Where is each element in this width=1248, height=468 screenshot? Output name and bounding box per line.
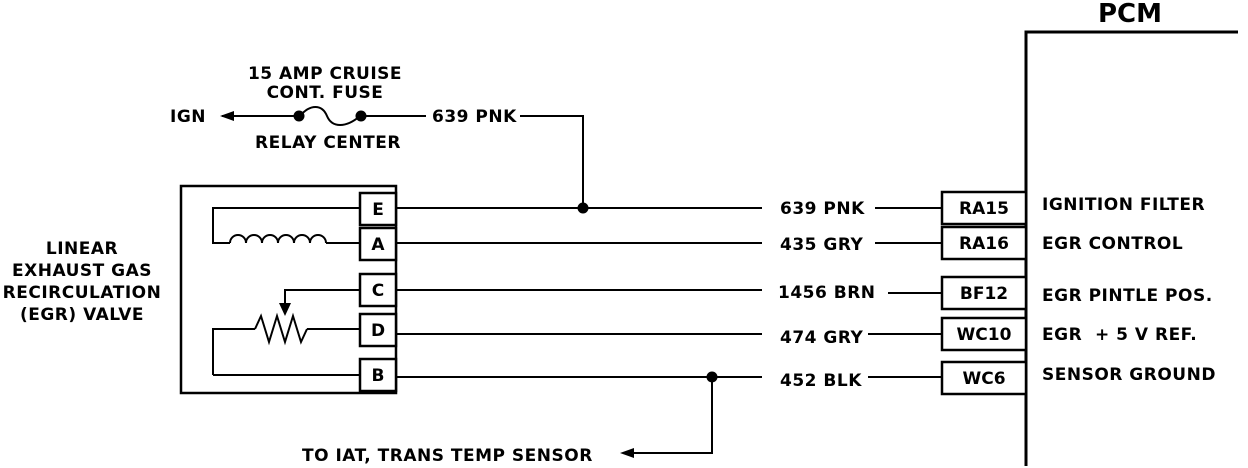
splice-ignition <box>577 202 589 214</box>
terminal-label: BF12 <box>960 284 1008 304</box>
fuse-element <box>299 106 361 126</box>
pin-label: B <box>372 366 385 386</box>
wire-label-B: 452 BLK <box>780 371 862 391</box>
pot-wiper-arrow-icon <box>279 303 291 316</box>
solenoid-coil-icon <box>229 234 327 244</box>
terminal-WC6: WC6 <box>940 360 1028 396</box>
pot-lead-left <box>212 328 255 375</box>
sensor-link-wire <box>628 377 713 454</box>
terminal-WC10: WC10 <box>940 316 1028 352</box>
wire-label-D: 474 GRY <box>780 328 864 348</box>
fuse-wire-label: 639 PNK <box>432 107 517 127</box>
terminal-label: RA15 <box>959 199 1009 219</box>
valve-name-line1: LINEAR <box>46 239 118 259</box>
terminal-RA16: RA16 <box>940 225 1028 261</box>
potentiometer-resistor-icon <box>254 312 308 346</box>
wire-label-E: 639 PNK <box>780 199 865 219</box>
terminal-BF12: BF12 <box>940 275 1028 311</box>
fuse-feed-wire <box>520 115 584 208</box>
pcm-title: PCM <box>1098 0 1162 29</box>
valve-pin-D: D <box>358 312 398 348</box>
function-WC10: EGR + 5 V REF. <box>1042 325 1197 345</box>
valve-pin-A: A <box>358 226 398 262</box>
terminal-RA15: RA15 <box>940 190 1028 226</box>
function-BF12: EGR PINTLE POS. <box>1042 286 1213 306</box>
coil-lead-top <box>212 207 360 244</box>
sensor-link-label: TO IAT, TRANS TEMP SENSOR <box>302 446 593 466</box>
pin-label: E <box>372 200 384 220</box>
terminal-label: WC10 <box>957 325 1012 345</box>
function-RA16: EGR CONTROL <box>1042 234 1183 254</box>
wire-label-A: 435 GRY <box>780 235 864 255</box>
terminal-label: WC6 <box>962 369 1005 389</box>
pin-label: D <box>371 321 385 341</box>
pot-wiper-lead <box>284 289 360 306</box>
function-RA15: IGNITION FILTER <box>1042 195 1205 215</box>
pin-label: A <box>371 235 385 255</box>
relay-center-label: RELAY CENTER <box>255 133 401 153</box>
pin-label: C <box>372 281 384 301</box>
terminal-label: RA16 <box>959 234 1009 254</box>
ign-label: IGN <box>170 107 206 127</box>
valve-name-line2: EXHAUST GAS <box>12 261 152 281</box>
fuse-label-line1: 15 AMP CRUISE <box>248 64 402 84</box>
sensor-link-arrow-icon <box>620 448 634 458</box>
fuse-label-line2: CONT. FUSE <box>267 83 384 103</box>
valve-name-line3: RECIRCULATION <box>3 283 162 303</box>
valve-name-line4: (EGR) VALVE <box>20 305 144 325</box>
valve-pin-E: E <box>358 191 398 227</box>
valve-pin-C: C <box>358 272 398 308</box>
ign-arrow-icon <box>220 111 234 121</box>
valve-pin-B: B <box>358 357 398 393</box>
function-WC6: SENSOR GROUND <box>1042 365 1216 385</box>
wire-label-C: 1456 BRN <box>778 283 876 303</box>
fuse-terminal-left <box>293 110 305 122</box>
